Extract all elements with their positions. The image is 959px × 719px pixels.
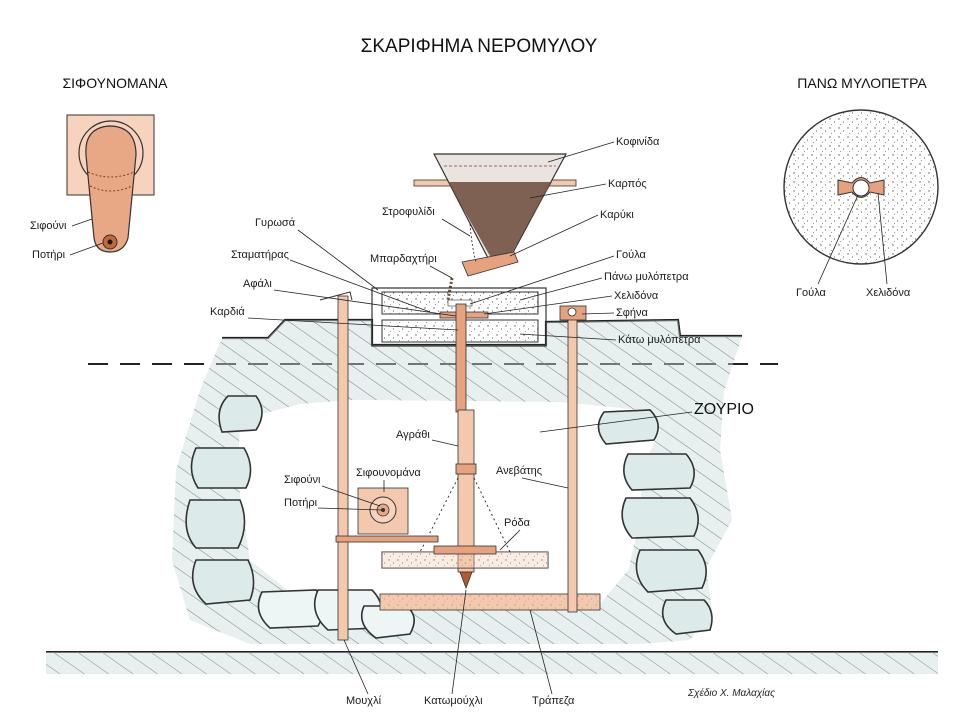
inset-title-right: ΠΑΝΩ ΜΥΛΟΠΕΤΡΑ [797,75,927,91]
label-zourio: ΖΟΥΡΙΟ [694,401,754,418]
anevatis-rod [567,305,578,613]
label-trapeza: Τράπεζα [532,695,575,707]
label-sfina: Σφήνα [616,307,649,319]
label-kato-mylopetra: Κάτω μυλόπετρα [618,334,701,346]
inset-title-left: ΣΙΦΟΥΝΟΜΑΝΑ [63,75,169,91]
label-agrathi: Αγράθι [396,429,430,441]
label-karuki: Καρύκι [600,209,634,221]
hopper [413,153,577,301]
sifounomana-inset: ΣΙΦΟΥΝΟΜΑΝΑ Σιφούνι Ποτήρι [30,75,168,261]
shaft-assembly [319,291,601,641]
label-katomouchli: Κατωμούχλι [424,695,483,707]
rock-mass [172,320,742,644]
label-chelidona: Χελιδόνα [614,290,659,302]
label-mpardachtiri: Μπαρδαχτήρι [370,253,437,265]
stamatiras-rod [337,295,349,641]
label-potiri-inset: Ποτήρι [32,249,66,261]
label-stamatiras: Σταματήρας [231,249,289,261]
grain-load [448,182,552,256]
label-goula-inset: Γούλα [796,287,827,299]
karuki-trough [461,251,519,277]
labels: Κοφινίδα Καρπός Στροφυλίδι Καρύκι Γυρωσά… [210,136,775,707]
label-kardia: Καρδιά [210,306,245,318]
shaft-tip [459,571,473,590]
upper-millstone-inset: ΠΑΝΩ ΜΥΛΟΠΕΤΡΑ Γούλα Χελιδόνα [783,75,939,299]
label-pano-mylopetra: Πάνω μυλόπετρα [604,271,689,283]
label-sifouni: Σιφούνι [284,474,321,486]
label-anevatis: Ανεβάτης [496,465,542,477]
label-afali: Αφάλι [243,278,272,290]
goula-hole [852,179,870,197]
page-title: ΣΚΑΡΙΦΗΜΑ ΝΕΡΟΜΥΛΟΥ [361,36,598,57]
credit-text: Σχέδιο Χ. Μαλαχίας [687,687,775,699]
sifouni-funnel [85,125,137,253]
millstones [371,287,547,347]
label-sifouni-inset: Σιφούνι [30,220,67,232]
roda-lever [335,535,439,543]
ground [46,318,938,674]
afali-spindle [455,303,467,413]
floor-band [46,652,938,674]
label-kofinida: Κοφινίδα [616,136,660,148]
label-mouchli: Μουχλί [346,695,382,707]
label-potiri: Ποτήρι [284,497,318,509]
label-karpos: Καρπός [608,178,647,190]
label-gyrosa: Γυρωσά [255,217,296,229]
label-chelidona-inset: Χελιδόνα [866,287,911,299]
label-roda: Ρόδα [504,517,531,529]
label-goula: Γούλα [616,249,647,261]
label-sifounomana: Σιφουνομάνα [356,467,421,479]
label-strofulidi: Στροφυλίδι [382,206,435,218]
